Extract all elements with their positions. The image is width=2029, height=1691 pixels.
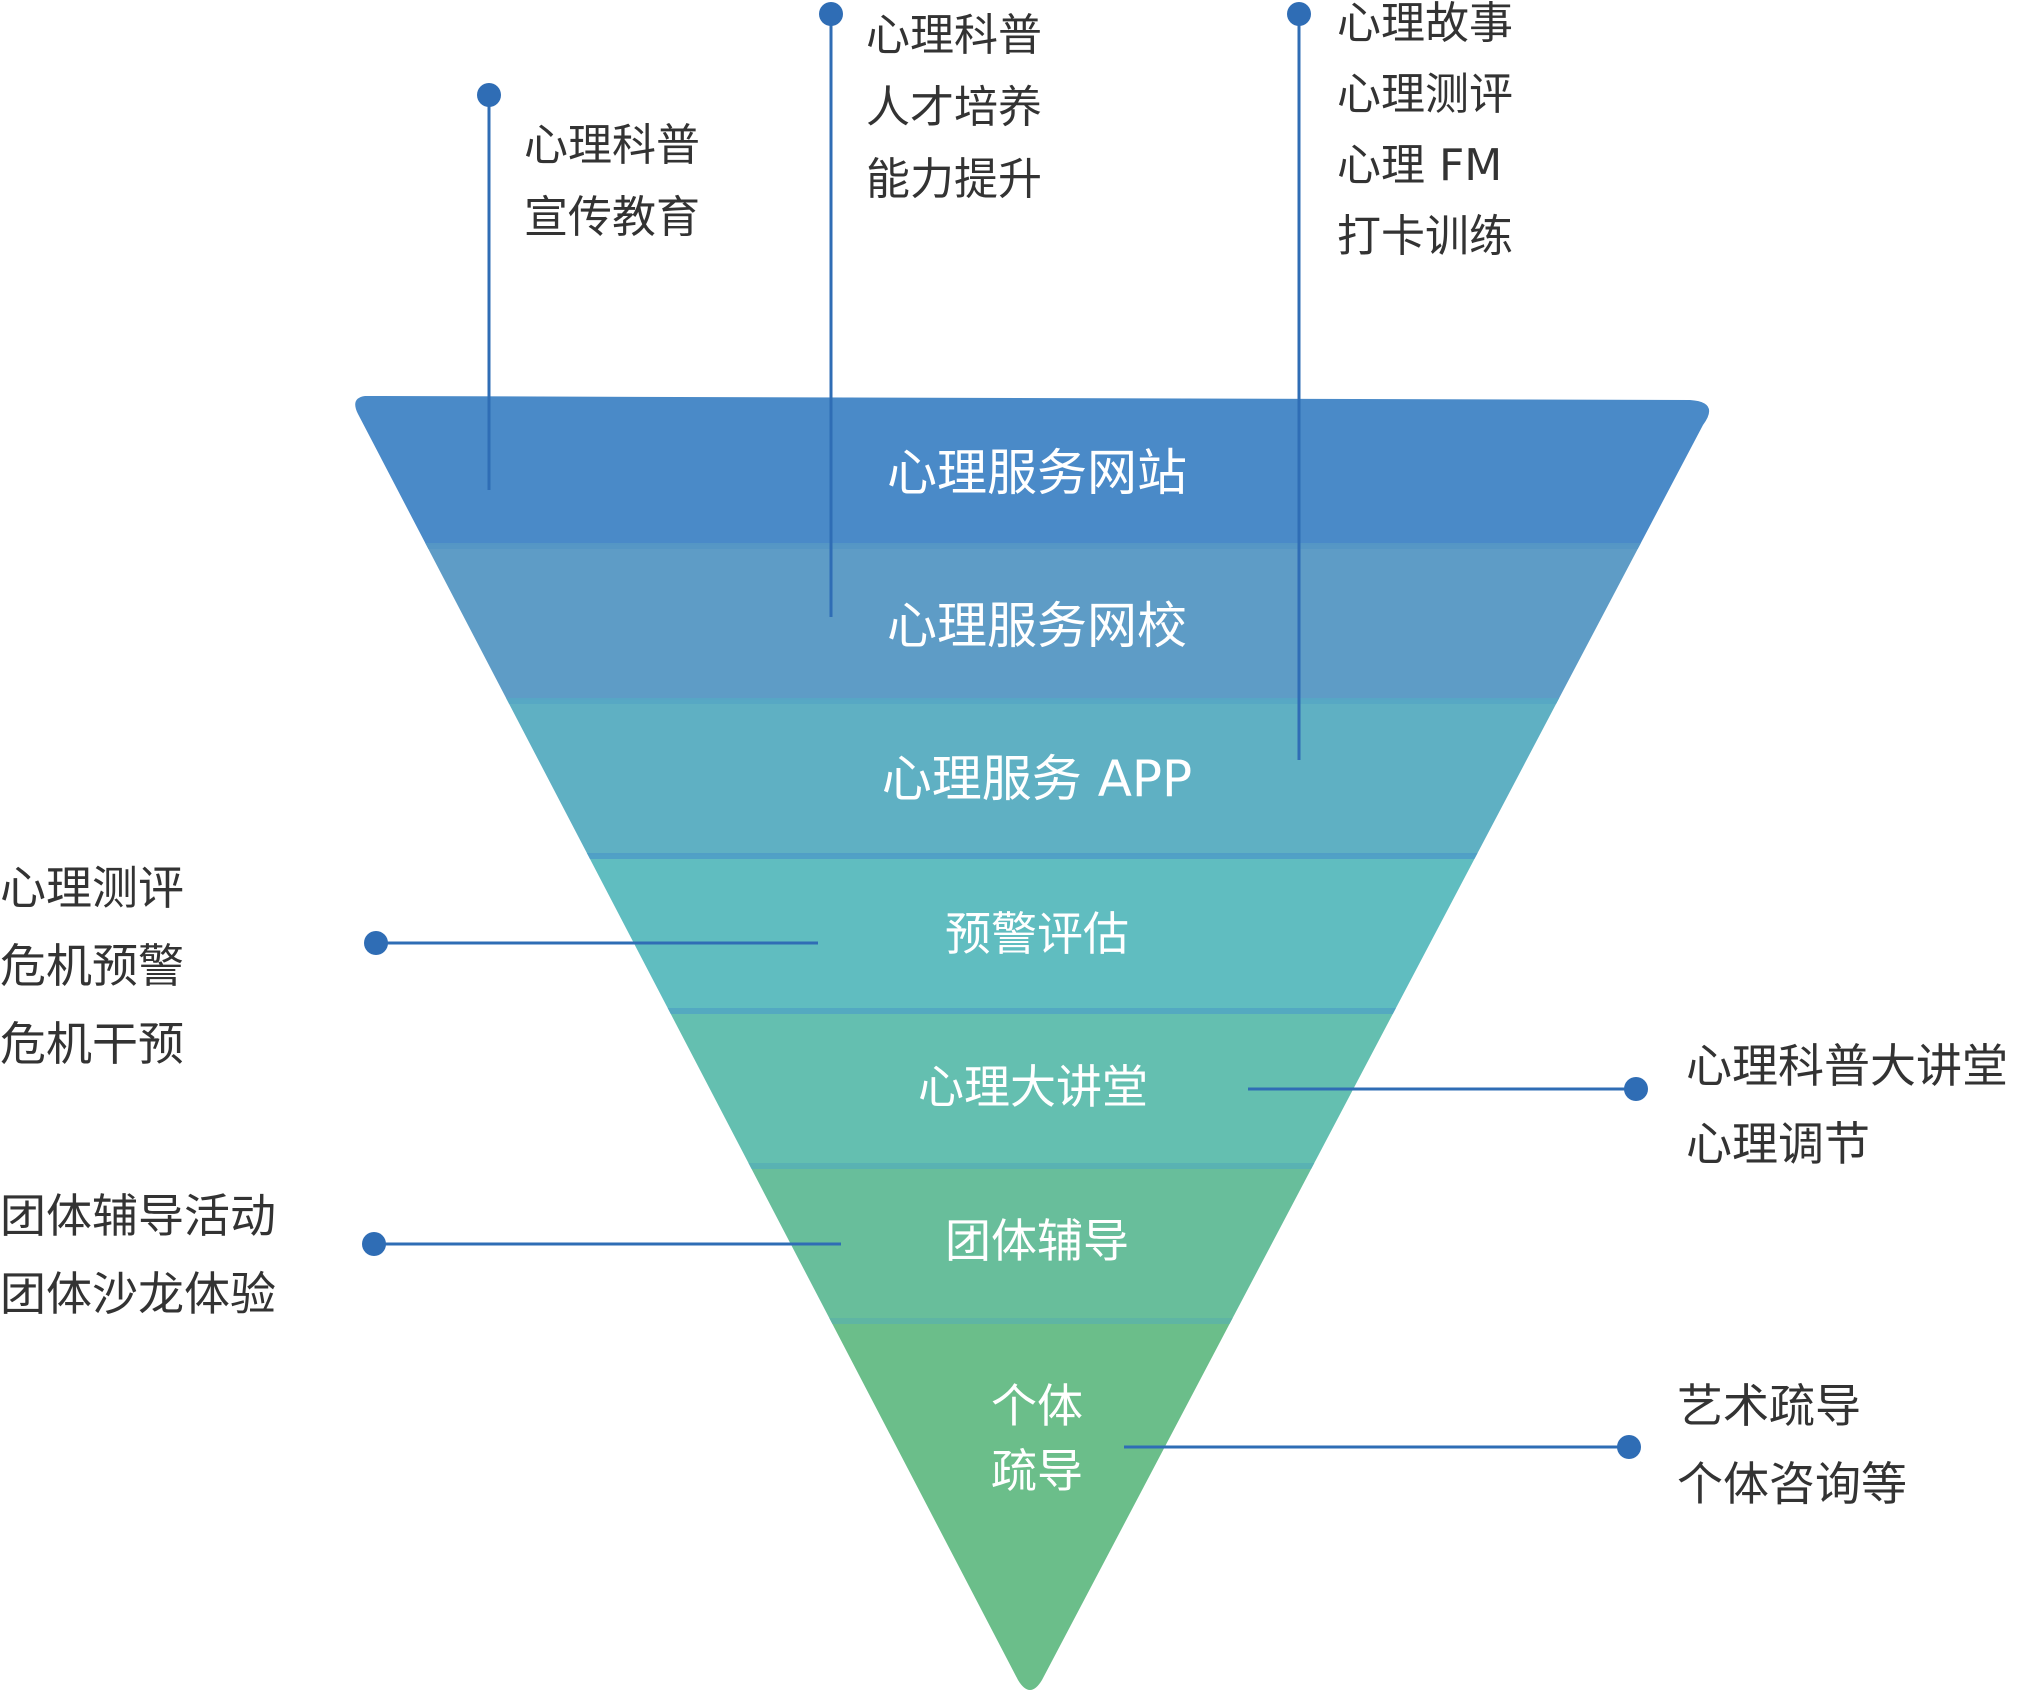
annotation-line: 心理故事 <box>1337 0 1513 49</box>
tier-separator <box>355 1008 1710 1014</box>
annotation-line: 心理科普 <box>524 120 700 171</box>
annotation-line: 艺术疏导 <box>1677 1379 1861 1433</box>
annotation-line: 心理测评 <box>0 861 184 915</box>
tier-separator <box>355 1163 1710 1169</box>
callout-dot-left-assessment <box>364 931 388 955</box>
tier-label-early-warning: 预警评估 <box>945 907 1129 961</box>
tier-label-website: 心理服务网站 <box>887 444 1187 502</box>
annotation-left-assessment: 心理测评 危机预警 危机干预 <box>0 849 184 1083</box>
annotation-top-right: 心理故事 心理测评 心理 FM 打卡训练 <box>1337 0 1513 272</box>
annotation-line: 团体沙龙体验 <box>0 1267 276 1321</box>
annotation-line: 宣传教育 <box>524 192 700 243</box>
tier-label-individual-line2: 疏导 <box>991 1444 1083 1498</box>
callout-dot-top-middle <box>819 2 843 26</box>
tier-label-app: 心理服务 APP <box>882 750 1192 808</box>
annotation-line: 人才培养 <box>866 82 1042 133</box>
annotation-line: 心理科普 <box>866 10 1042 61</box>
annotation-line: 心理 FM <box>1337 140 1503 191</box>
annotation-top-left: 心理科普 宣传教育 <box>524 110 700 254</box>
callout-dot-right-lecture <box>1624 1077 1648 1101</box>
annotation-line: 心理测评 <box>1337 69 1513 120</box>
tier-label-group-counseling: 团体辅导 <box>945 1214 1129 1268</box>
funnel-tier-website <box>355 396 1710 545</box>
annotation-right-individual: 艺术疏导 个体咨询等 <box>1677 1367 1907 1523</box>
funnel-tier-app <box>355 700 1710 855</box>
tier-separator <box>355 1318 1710 1324</box>
tier-label-individual-line1: 个体 <box>991 1379 1083 1433</box>
funnel-tier-online-school <box>355 545 1710 700</box>
callout-dot-left-group <box>362 1232 386 1256</box>
annotation-line: 心理科普大讲堂 <box>1686 1039 2008 1093</box>
annotation-line: 能力提升 <box>866 154 1042 205</box>
annotation-line: 心理调节 <box>1686 1117 1870 1171</box>
tier-separator <box>355 543 1710 549</box>
annotation-top-middle: 心理科普 人才培养 能力提升 <box>866 0 1042 216</box>
funnel-tier-individual-counseling <box>355 1320 1710 1690</box>
annotation-line: 打卡训练 <box>1337 211 1513 262</box>
callout-dot-top-right <box>1287 2 1311 26</box>
annotation-left-group: 团体辅导活动 团体沙龙体验 <box>0 1177 276 1333</box>
tier-label-lecture-hall: 心理大讲堂 <box>918 1060 1148 1114</box>
annotation-line: 个体咨询等 <box>1677 1457 1907 1511</box>
annotation-line: 团体辅导活动 <box>0 1189 276 1243</box>
tier-separator <box>355 853 1710 859</box>
annotation-right-lecture: 心理科普大讲堂 心理调节 <box>1686 1027 2008 1183</box>
tier-separator <box>355 698 1710 704</box>
tier-label-online-school: 心理服务网校 <box>887 597 1187 655</box>
callout-dot-top-left <box>477 83 501 107</box>
annotation-line: 危机预警 <box>0 939 184 993</box>
callout-dot-right-individual <box>1617 1435 1641 1459</box>
annotation-line: 危机干预 <box>0 1017 184 1071</box>
